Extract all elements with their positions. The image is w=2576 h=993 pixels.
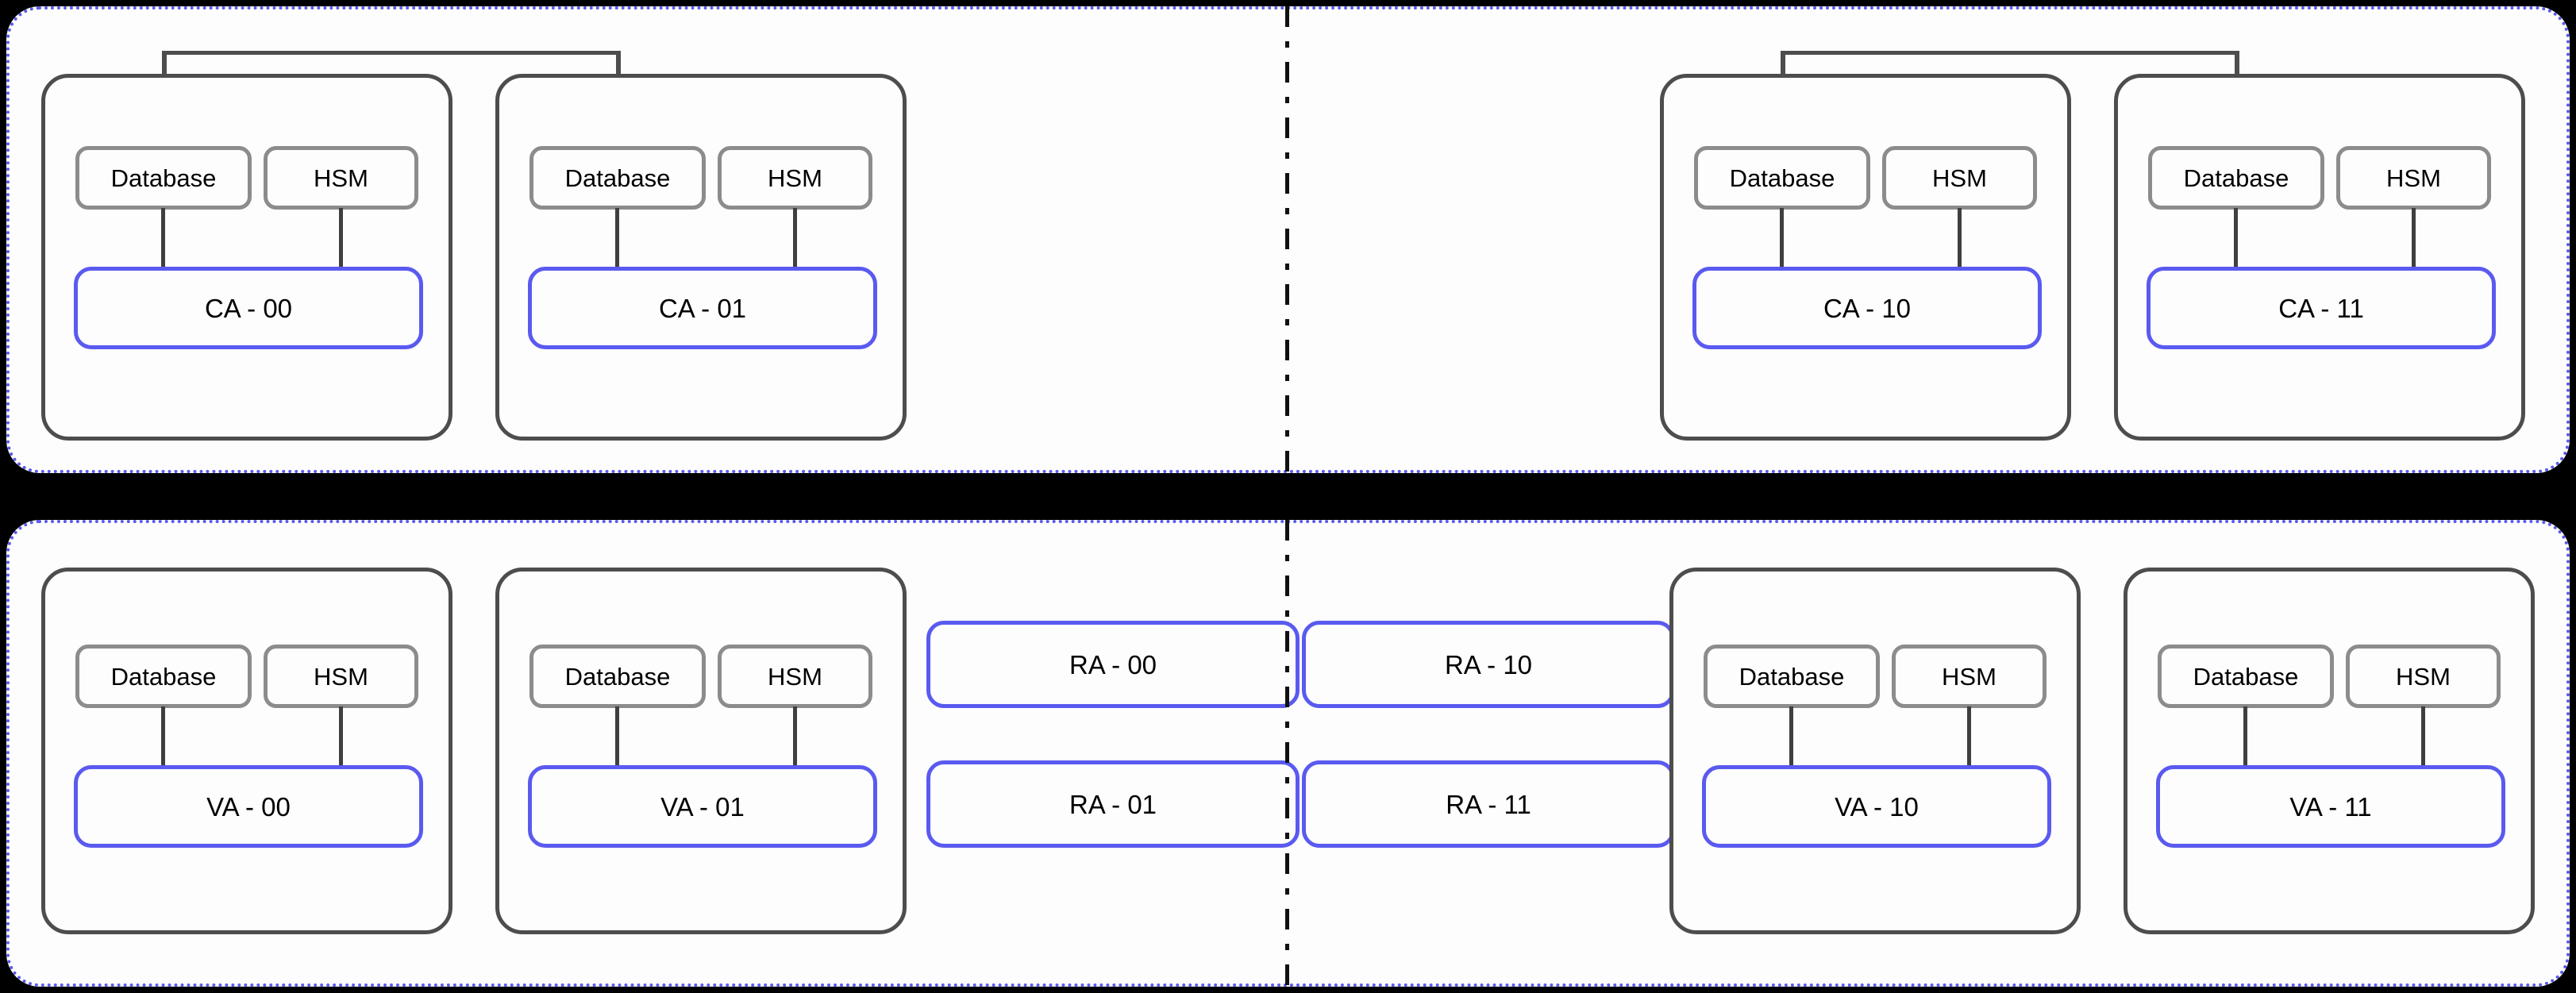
ca-10-database-stem	[1780, 208, 1784, 268]
ra-10-label: RA - 10	[1444, 649, 1533, 679]
ca-left-bracket-rail	[162, 51, 621, 55]
ra-10-box[interactable]: RA - 10	[1302, 621, 1675, 708]
ca-10-database-box[interactable]: Database	[1694, 146, 1870, 210]
ca-00-hsm-stem	[339, 208, 343, 268]
va-00-database-stem	[161, 706, 165, 767]
va-00-hsm-stem	[339, 706, 343, 767]
va-11-database-label: Database	[2193, 662, 2299, 691]
ca-10-primary-label: CA - 10	[1823, 293, 1912, 323]
ra-00-box[interactable]: RA - 00	[926, 621, 1300, 708]
ca-11-database-box[interactable]: Database	[2148, 146, 2324, 210]
ca-10-hsm-stem	[1958, 208, 1962, 268]
va-11-hsm-box[interactable]: HSM	[2346, 645, 2501, 708]
site-split-divider-bottom	[1285, 520, 1289, 987]
ca-00-database-label: Database	[110, 164, 217, 192]
va-01-hsm-stem	[793, 706, 797, 767]
ca-10-hsm-label: HSM	[1932, 164, 1987, 192]
va-01-database-stem	[615, 706, 619, 767]
va-01-hsm-box[interactable]: HSM	[718, 645, 872, 708]
ca-11-primary-box[interactable]: CA - 11	[2147, 267, 2496, 349]
ca-00-hsm-label: HSM	[314, 164, 368, 192]
ra-00-label: RA - 00	[1069, 649, 1157, 679]
site-split-divider-top	[1285, 6, 1289, 473]
va-00-hsm-label: HSM	[314, 662, 368, 691]
ca-01-primary-label: CA - 01	[658, 293, 747, 323]
va-00-hsm-box[interactable]: HSM	[264, 645, 418, 708]
ca-10-hsm-box[interactable]: HSM	[1882, 146, 2037, 210]
ca-00-primary-box[interactable]: CA - 00	[74, 267, 423, 349]
ca-11-hsm-stem	[2412, 208, 2416, 268]
ca-00-hsm-box[interactable]: HSM	[264, 146, 418, 210]
ca-11-database-label: Database	[2183, 164, 2289, 192]
va-10-hsm-label: HSM	[1942, 662, 1996, 691]
ra-11-box[interactable]: RA - 11	[1302, 760, 1675, 848]
va-00-primary-box[interactable]: VA - 00	[74, 765, 423, 848]
va-01-primary-label: VA - 01	[660, 791, 745, 822]
va-00-primary-label: VA - 00	[206, 791, 291, 822]
site-card-ca-11[interactable]	[2114, 74, 2525, 441]
va-11-database-box[interactable]: Database	[2158, 645, 2334, 708]
ca-01-database-stem	[615, 208, 619, 268]
ca-00-database-stem	[161, 208, 165, 268]
ca-01-primary-box[interactable]: CA - 01	[528, 267, 877, 349]
site-card-ca-01[interactable]	[495, 74, 907, 441]
site-card-ca-00[interactable]	[41, 74, 452, 441]
ca-10-primary-box[interactable]: CA - 10	[1692, 267, 2042, 349]
site-card-va-10[interactable]	[1669, 568, 2081, 934]
va-11-primary-label: VA - 11	[2289, 791, 2372, 822]
ca-00-primary-label: CA - 00	[204, 293, 293, 323]
ca-00-database-box[interactable]: Database	[75, 146, 252, 210]
ca-01-hsm-box[interactable]: HSM	[718, 146, 872, 210]
va-01-database-label: Database	[564, 662, 671, 691]
site-card-va-01[interactable]	[495, 568, 907, 934]
ca-right-bracket-rail	[1781, 51, 2239, 55]
ca-11-primary-label: CA - 11	[2278, 293, 2364, 323]
va-11-hsm-label: HSM	[2396, 662, 2451, 691]
ca-10-database-label: Database	[1729, 164, 1835, 192]
va-00-database-label: Database	[110, 662, 217, 691]
ca-01-database-label: Database	[564, 164, 671, 192]
va-10-primary-label: VA - 10	[1835, 791, 1919, 822]
va-00-database-box[interactable]: Database	[75, 645, 252, 708]
va-10-database-label: Database	[1739, 662, 1845, 691]
site-card-ca-10[interactable]	[1660, 74, 2071, 441]
ra-01-box[interactable]: RA - 01	[926, 760, 1300, 848]
ca-01-database-box[interactable]: Database	[529, 146, 706, 210]
va-10-database-box[interactable]: Database	[1704, 645, 1880, 708]
va-01-hsm-label: HSM	[768, 662, 822, 691]
va-10-hsm-stem	[1967, 706, 1971, 767]
va-11-hsm-stem	[2421, 706, 2425, 767]
va-11-database-stem	[2243, 706, 2247, 767]
va-11-primary-box[interactable]: VA - 11	[2156, 765, 2505, 848]
site-card-va-11[interactable]	[2124, 568, 2535, 934]
site-card-va-00[interactable]	[41, 568, 452, 934]
va-10-hsm-box[interactable]: HSM	[1892, 645, 2047, 708]
ra-11-label: RA - 11	[1446, 789, 1531, 819]
ca-01-hsm-label: HSM	[768, 164, 822, 192]
va-10-database-stem	[1789, 706, 1793, 767]
ca-11-hsm-box[interactable]: HSM	[2336, 146, 2491, 210]
va-01-primary-box[interactable]: VA - 01	[528, 765, 877, 848]
ra-01-label: RA - 01	[1069, 789, 1157, 819]
va-10-primary-box[interactable]: VA - 10	[1702, 765, 2051, 848]
ca-11-hsm-label: HSM	[2386, 164, 2441, 192]
ca-11-database-stem	[2234, 208, 2238, 268]
ca-01-hsm-stem	[793, 208, 797, 268]
va-01-database-box[interactable]: Database	[529, 645, 706, 708]
